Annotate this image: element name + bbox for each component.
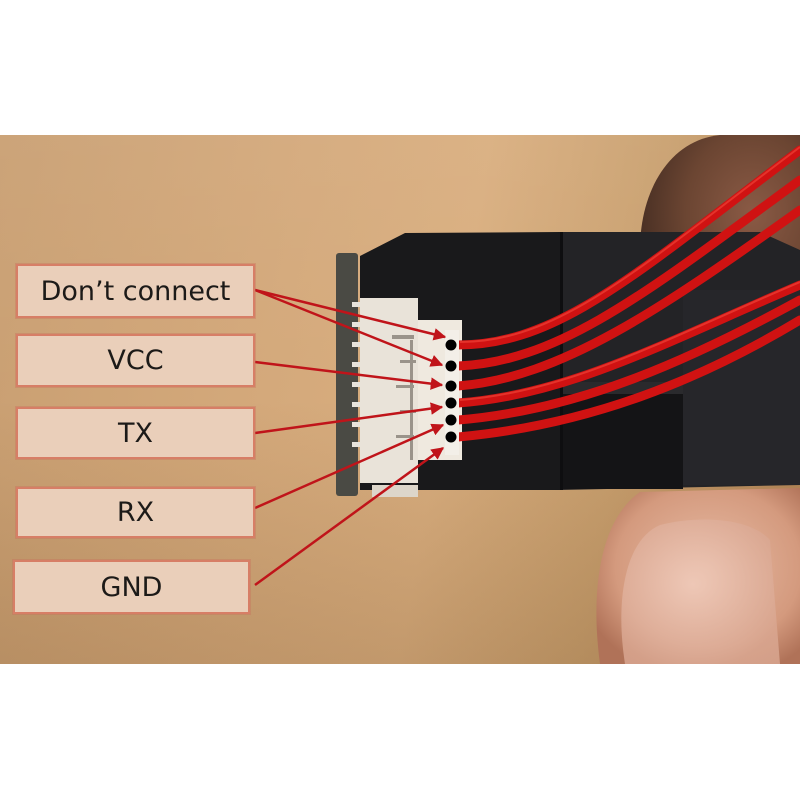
- label-gnd: GND: [13, 560, 250, 614]
- pin-arrows: [254, 288, 447, 587]
- label-vcc: VCC: [16, 334, 255, 387]
- label-dont-connect: Don’t connect: [16, 264, 255, 318]
- pin-dots: [445, 339, 457, 443]
- connector-body: [360, 298, 418, 483]
- label-vcc-text: VCC: [107, 345, 164, 376]
- label-tx: TX: [16, 407, 255, 459]
- label-gnd-text: GND: [100, 571, 163, 603]
- thumb-nail: [621, 519, 780, 664]
- label-rx-text: RX: [116, 497, 155, 528]
- label-rx: RX: [16, 487, 255, 538]
- label-dont-connect-text: Don’t connect: [40, 275, 231, 307]
- label-tx-text: TX: [118, 417, 153, 449]
